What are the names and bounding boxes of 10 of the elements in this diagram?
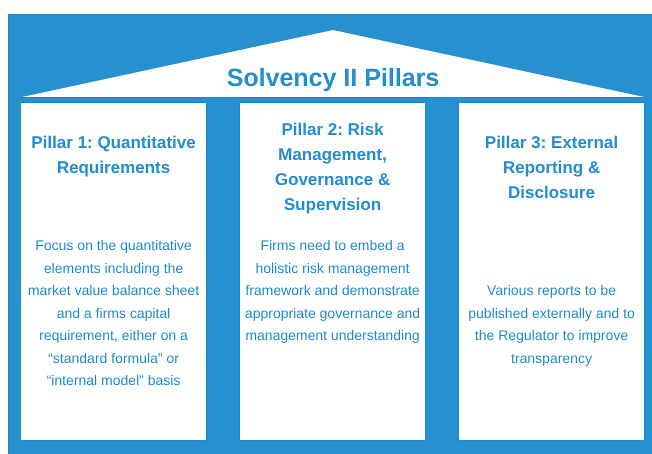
pillar-description: Focus on the quantitative elements including the market value balance sheet and a firms capital requirement, either on a “standard formula” or “internal model” basis — [26, 236, 200, 390]
pillar-heading: Pillar 3: External Reporting & Disclosure — [484, 132, 620, 204]
pillar-panel — [21, 103, 206, 440]
pillar-panel — [240, 103, 425, 440]
title: Solvency II Pillars — [226, 63, 440, 93]
pillar-panel — [459, 103, 644, 440]
pillar-heading: Pillar 1: Quantitative Requirements — [30, 132, 197, 179]
pillar-description: Various reports to be published externally and to the Regulator to improve transparency — [467, 281, 636, 368]
pillar-heading: Pillar 2: Risk Management, Governance & Supervision — [274, 119, 392, 216]
pillar-description: Firms need to embed a holistic risk management framework and demonstrate appropriate governance and management understanding — [244, 236, 421, 345]
